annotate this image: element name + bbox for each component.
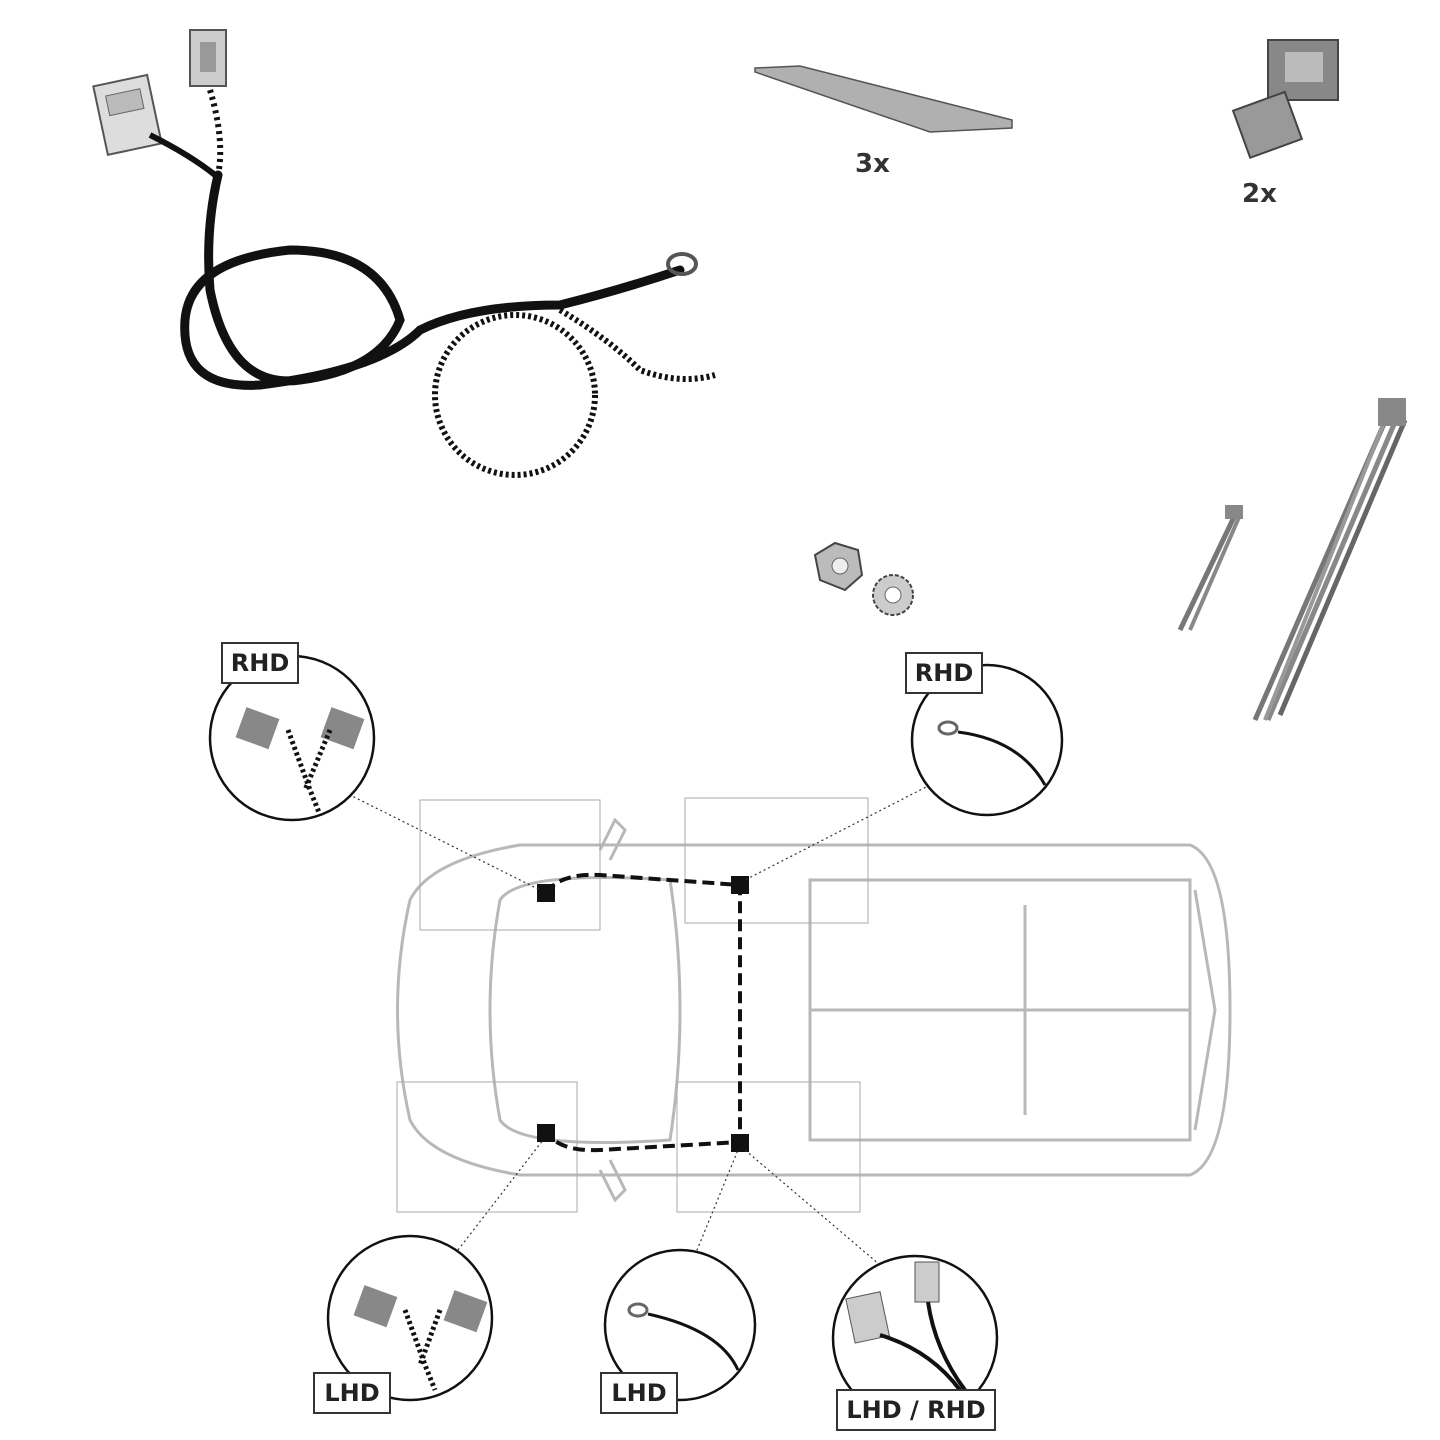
vehicle-top-view [396, 797, 1232, 1213]
connection-point [537, 1124, 555, 1142]
callout-bottom-right: LHD / RHD [831, 1254, 999, 1431]
callout-bottom-left: LHD [313, 1234, 494, 1414]
callout-label-lhd: LHD [324, 1379, 379, 1407]
cable-ties [1177, 398, 1408, 721]
adhesive-pad-quantity: 3x [855, 149, 890, 179]
cable-route [537, 872, 749, 1153]
ring-terminal [666, 252, 698, 276]
callout-label-rhd: RHD [915, 659, 974, 687]
label-box [221, 642, 299, 684]
callout-top-right: RHD [905, 652, 1064, 817]
callout-label-lhd-rhd: LHD / RHD [846, 1396, 985, 1424]
nut-and-washer [813, 541, 914, 616]
callout-label-lhd: LHD [611, 1379, 666, 1407]
connection-point [731, 876, 749, 894]
adhesive-pad: 3x [754, 65, 1013, 179]
splice-connector-quantity: 2x [1242, 179, 1277, 209]
two-pin-connector [189, 29, 227, 87]
splice-connector: 2x [1231, 39, 1339, 209]
multi-pin-connector [92, 73, 163, 157]
leader-lines [339, 784, 931, 1266]
callout-label-rhd: RHD [231, 649, 290, 677]
wiring-harness [92, 29, 716, 478]
connection-point [731, 1134, 749, 1152]
callout-bottom-middle: LHD [600, 1248, 757, 1414]
connection-point [537, 884, 555, 902]
callout-top-left: RHD [208, 642, 376, 822]
